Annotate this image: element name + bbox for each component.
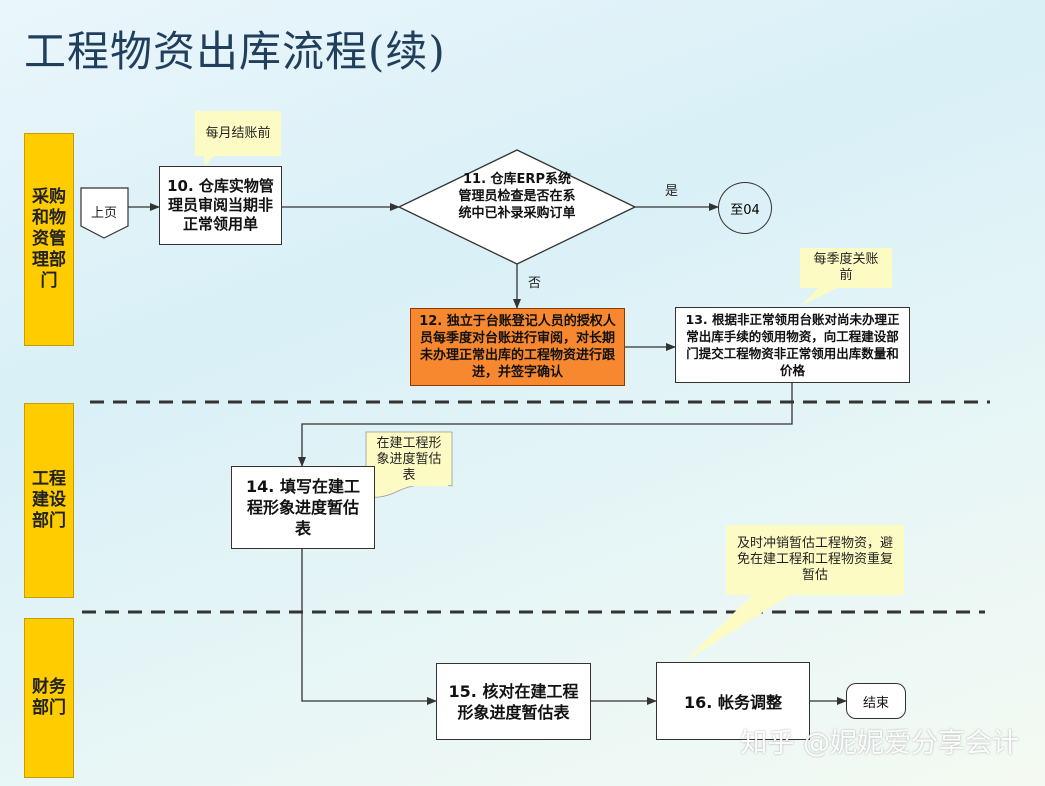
step-16-text: 16. 帐务调整 xyxy=(684,693,782,712)
step-15-box: 15. 核对在建工程形象进度暂估表 xyxy=(436,663,591,740)
connector-to04: 至04 xyxy=(718,182,772,234)
note-monthly: 每月结账前 xyxy=(195,111,281,156)
lane-procurement-label: 采购和物资管理部门 xyxy=(32,187,66,291)
lane-finance: 财务部门 xyxy=(24,618,74,778)
arrow-14-to-15 xyxy=(301,549,437,705)
lane-finance-label: 财务部门 xyxy=(32,677,66,718)
step-14-text: 14. 填写在建工程形象进度暂估表 xyxy=(246,477,360,538)
step-12-text: 12. 独立于台账登记人员的授权人员每季度对台账进行审阅，对长期未办理正常出库的… xyxy=(419,314,616,380)
arrow-13-to-14 xyxy=(298,383,793,467)
lane-procurement: 采购和物资管理部门 xyxy=(24,133,74,346)
connector-to04-label: 至04 xyxy=(730,202,760,218)
edge-label-no: 否 xyxy=(528,276,542,291)
note-quarterly: 每季度关账前 xyxy=(800,248,892,288)
step-10-text: 10. 仓库实物管理员审阅当期非正常领用单 xyxy=(167,177,274,233)
prev-page-shape xyxy=(80,187,129,239)
edge-label-yes: 是 xyxy=(665,184,679,199)
lane-engineering-label: 工程建设部门 xyxy=(32,469,66,531)
note-quarterly-tail xyxy=(802,286,842,305)
note-offset-tail xyxy=(684,595,790,662)
step-16-box: 16. 帐务调整 xyxy=(656,662,810,740)
lane-engineering: 工程建设部门 xyxy=(24,403,74,598)
note-offset: 及时冲销暂估工程物资，避免在建工程和工程物资重复暂估 xyxy=(726,525,904,595)
step-12-box: 12. 独立于台账登记人员的授权人员每季度对台账进行审阅，对长期未办理正常出库的… xyxy=(410,308,625,386)
prev-page-label: 上页 xyxy=(91,206,118,221)
decision-step11-text: 11. 仓库ERP系统管理员检查是否在系统中已补录采购订单 xyxy=(458,172,576,221)
end-terminal: 结束 xyxy=(846,683,906,719)
step-15-text: 15. 核对在建工程形象进度暂估表 xyxy=(448,681,579,722)
step-14-box: 14. 填写在建工程形象进度暂估表 xyxy=(231,466,375,549)
page-title: 工程物资出库流程(续) xyxy=(24,27,446,76)
end-terminal-label: 结束 xyxy=(862,695,889,711)
step-13-text: 13. 根据非正常领用台账对尚未办理正常出库手续的领用物资，向工程建设部门提交工… xyxy=(685,312,900,378)
watermark: 知乎 @妮妮爱分享会计 xyxy=(740,728,1019,759)
step-10-box: 10. 仓库实物管理员审阅当期非正常领用单 xyxy=(159,166,282,245)
step-13-box: 13. 根据非正常领用台账对尚未办理正常出库手续的领用物资，向工程建设部门提交工… xyxy=(675,307,910,383)
note-monthly-tail xyxy=(204,156,214,166)
note-progress-doc: 在建工程形象进度暂估表 xyxy=(370,436,448,486)
